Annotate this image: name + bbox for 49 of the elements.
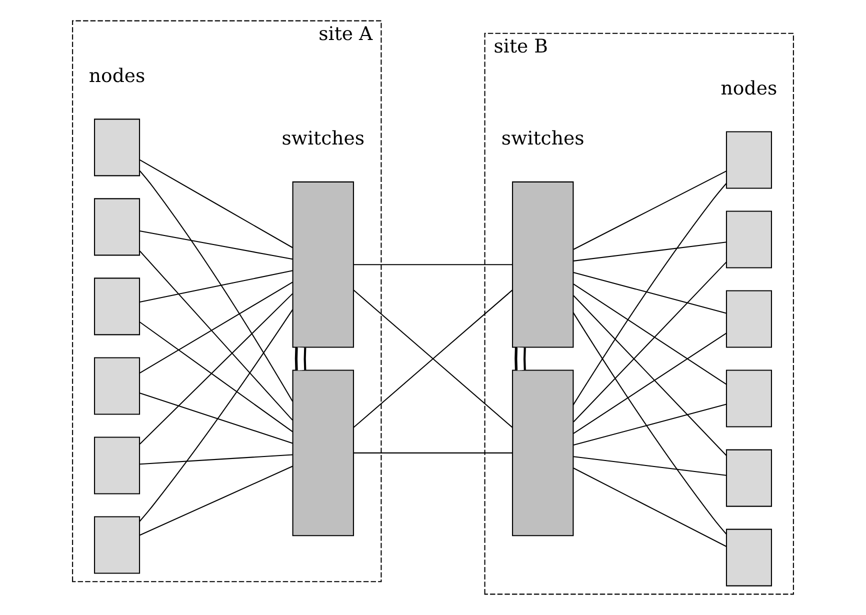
connector bbox=[140, 392, 293, 444]
connector bbox=[574, 456, 726, 476]
connector bbox=[514, 347, 526, 370]
connector bbox=[140, 466, 293, 536]
connector bbox=[139, 170, 294, 402]
connector bbox=[573, 468, 727, 547]
node-box bbox=[94, 198, 140, 256]
node-box bbox=[512, 370, 574, 536]
node-box bbox=[94, 436, 140, 494]
node-box bbox=[726, 370, 772, 428]
node-box bbox=[726, 210, 772, 268]
connector bbox=[573, 404, 726, 446]
connector bbox=[140, 160, 293, 248]
label: nodes bbox=[88, 66, 146, 87]
connector bbox=[294, 347, 306, 370]
connector bbox=[140, 454, 293, 465]
node-box bbox=[94, 278, 140, 336]
connector bbox=[573, 170, 727, 250]
connector bbox=[572, 312, 727, 534]
node-box bbox=[726, 449, 772, 507]
connector bbox=[573, 272, 726, 314]
connector bbox=[354, 452, 512, 454]
node-box bbox=[94, 118, 140, 176]
connector bbox=[139, 309, 294, 522]
connector bbox=[573, 262, 727, 422]
node-box bbox=[292, 370, 354, 536]
connector bbox=[140, 293, 293, 444]
node-box bbox=[512, 181, 574, 348]
connector bbox=[573, 332, 727, 434]
connector bbox=[140, 230, 293, 260]
connector bbox=[140, 270, 293, 302]
label: nodes bbox=[720, 78, 778, 100]
connector bbox=[140, 250, 293, 421]
connector bbox=[140, 282, 293, 374]
connector bbox=[353, 290, 513, 428]
label: switches bbox=[501, 128, 584, 150]
connector bbox=[572, 183, 727, 406]
node-box bbox=[726, 290, 772, 348]
node-box bbox=[726, 131, 772, 189]
connector bbox=[354, 264, 512, 266]
connector bbox=[574, 242, 726, 262]
connector bbox=[573, 295, 727, 456]
node-box bbox=[292, 181, 354, 348]
node-box bbox=[726, 528, 772, 586]
node-box bbox=[94, 357, 140, 415]
label: switches bbox=[282, 128, 365, 150]
connector bbox=[573, 284, 727, 385]
connector bbox=[140, 322, 293, 432]
node-box bbox=[94, 516, 140, 574]
